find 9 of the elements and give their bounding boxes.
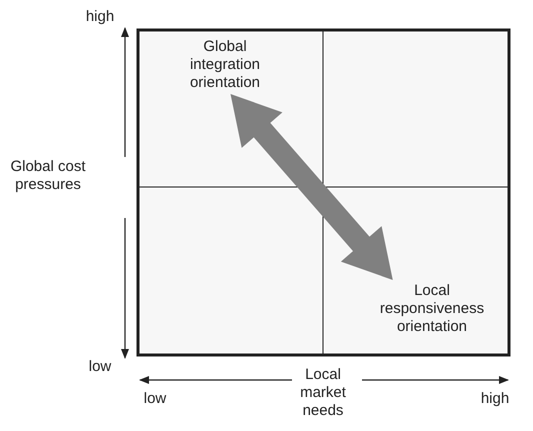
quadrant-label: Global integration orientation — [170, 38, 280, 92]
axis-label: low — [142, 390, 168, 408]
double-arrow — [230, 94, 393, 280]
quadrant-label: Local responsiveness orientation — [376, 282, 488, 336]
axis-label: low — [88, 358, 112, 376]
axis-label: high — [480, 390, 510, 408]
axis-title: Local market needs — [299, 366, 347, 420]
axis-label: high — [84, 8, 116, 26]
axis-title: Global cost pressures — [9, 158, 87, 194]
